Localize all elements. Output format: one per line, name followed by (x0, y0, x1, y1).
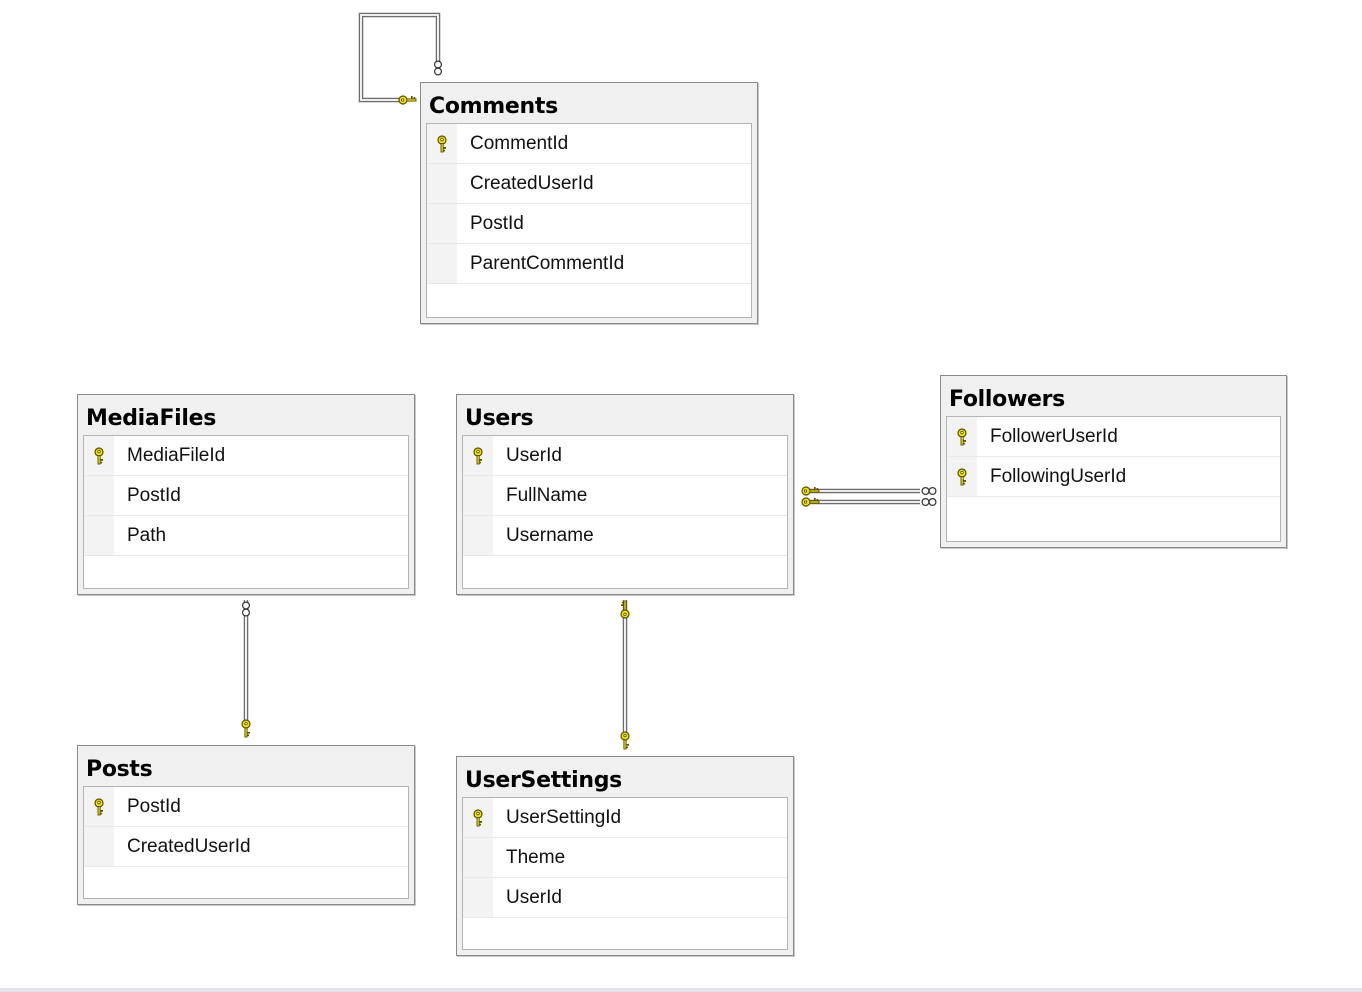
row-selector[interactable] (947, 417, 977, 456)
column-name: UserSettingId (506, 807, 622, 828)
primary-key-icon (94, 797, 104, 815)
column-row[interactable]: MediaFileId (84, 436, 408, 476)
primary-key-icon (957, 427, 967, 445)
column-row[interactable]: CreatedUserId (427, 164, 751, 204)
column-row[interactable]: CreatedUserId (84, 827, 408, 867)
row-selector[interactable] (463, 878, 493, 917)
column-row[interactable]: Theme (463, 838, 787, 878)
column-row[interactable]: FullName (463, 476, 787, 516)
column-name: Path (127, 525, 167, 546)
row-selector[interactable] (84, 827, 114, 866)
row-selector[interactable] (84, 476, 114, 515)
column-row[interactable]: PostId (84, 787, 408, 827)
primary-key-icon (94, 446, 104, 464)
column-name: FollowerUserId (990, 426, 1118, 447)
column-row[interactable]: UserId (463, 878, 787, 918)
column-name: CommentId (470, 133, 569, 154)
table-title[interactable]: Comments (429, 94, 558, 119)
relationship-users-followers[interactable] (801, 486, 937, 507)
table-title[interactable]: Posts (86, 757, 153, 782)
row-selector[interactable] (427, 124, 457, 163)
row-selector[interactable] (84, 787, 114, 826)
row-selector[interactable] (463, 516, 493, 555)
table-title[interactable]: MediaFiles (86, 406, 217, 431)
row-selector[interactable] (463, 436, 493, 475)
column-name: CreatedUserId (470, 173, 594, 194)
table-title[interactable]: UserSettings (465, 768, 622, 793)
primary-key-icon (473, 808, 483, 826)
primary-key-icon (957, 467, 967, 485)
relationship-users-usersettings[interactable] (620, 600, 630, 750)
column-row[interactable]: PostId (84, 476, 408, 516)
column-name: FollowingUserId (990, 466, 1127, 487)
table-title[interactable]: Users (465, 406, 534, 431)
row-selector[interactable] (84, 516, 114, 555)
row-selector[interactable] (84, 436, 114, 475)
column-row[interactable]: UserId (463, 436, 787, 476)
column-row[interactable]: PostId (427, 204, 751, 244)
column-row[interactable]: CommentId (427, 124, 751, 164)
row-selector[interactable] (947, 457, 977, 496)
row-selector[interactable] (463, 476, 493, 515)
column-name: Theme (506, 847, 566, 868)
bottom-bar (0, 988, 1362, 992)
row-selector[interactable] (427, 244, 457, 283)
column-name: UserId (506, 445, 562, 466)
column-row[interactable]: UserSettingId (463, 798, 787, 838)
row-selector[interactable] (427, 164, 457, 203)
column-name: CreatedUserId (127, 836, 251, 857)
row-selector[interactable] (463, 838, 493, 877)
column-name: PostId (470, 213, 524, 234)
column-name: MediaFileId (127, 445, 226, 466)
column-row[interactable]: FollowingUserId (947, 457, 1280, 497)
column-name: PostId (127, 796, 181, 817)
column-row[interactable]: FollowerUserId (947, 417, 1280, 457)
column-name: UserId (506, 887, 562, 908)
column-row[interactable]: Path (84, 516, 408, 556)
primary-key-icon (437, 134, 447, 152)
column-row[interactable]: ParentCommentId (427, 244, 751, 284)
relationship-mediafiles-posts[interactable] (241, 600, 251, 738)
column-name: FullName (506, 485, 588, 506)
primary-key-icon (473, 446, 483, 464)
column-name: PostId (127, 485, 181, 506)
row-selector[interactable] (463, 798, 493, 837)
row-selector[interactable] (427, 204, 457, 243)
column-row[interactable]: Username (463, 516, 787, 556)
column-name: Username (506, 525, 594, 546)
column-name: ParentCommentId (470, 253, 625, 274)
table-title[interactable]: Followers (949, 387, 1065, 412)
